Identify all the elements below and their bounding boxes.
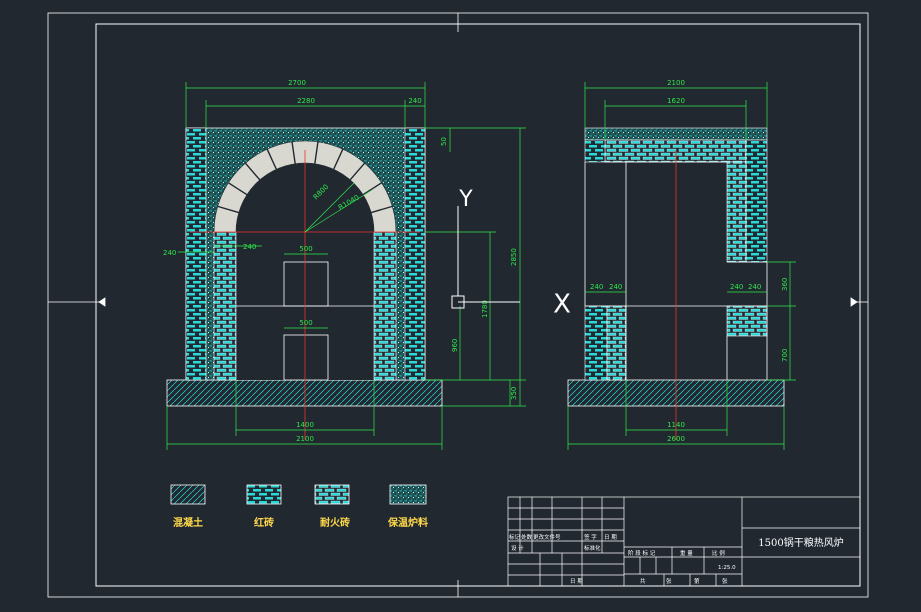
side-dim-right-lower: 700 <box>781 349 789 362</box>
tb-change-doc: 更改文件号 <box>533 533 561 541</box>
sheet-inner-frame <box>95 23 861 587</box>
legend-label-red-brick: 红砖 <box>254 516 274 529</box>
side-right-inner-firebrick <box>726 161 747 263</box>
front-right-outer-wall <box>404 127 426 381</box>
front-top-dimension-lines <box>166 82 526 450</box>
front-upper-door <box>283 261 329 307</box>
arch-joint-line <box>228 182 248 196</box>
side-top-insulation <box>584 127 768 141</box>
title-block[interactable] <box>507 496 861 587</box>
tb-sheets: 张 <box>666 577 672 585</box>
front-dim-left-side: 240 <box>163 249 176 257</box>
x-axis-label: X <box>553 290 571 320</box>
centering-marks <box>48 13 868 597</box>
tb-standard: 标准化 <box>584 544 601 552</box>
arch-joint-line <box>266 148 277 170</box>
side-dim-bottom-inner: 1140 <box>667 421 685 429</box>
front-dim-top-thickness: 50 <box>440 137 448 146</box>
front-view[interactable]: R800 R1040 <box>163 79 526 450</box>
sheet-outer-frame <box>47 12 869 598</box>
tb-sheet: 张 <box>722 577 728 585</box>
side-view[interactable]: 2100 1620 240 240 240 240 360 700 1140 2… <box>567 79 796 450</box>
front-dim-height-total: 2850 <box>510 248 518 266</box>
tb-date: 日 期 <box>604 534 617 541</box>
arch-joint-line <box>291 141 296 164</box>
front-left-firebrick-column <box>213 231 237 381</box>
tb-count: 处数 <box>521 533 533 541</box>
arch-joint-line <box>349 162 366 181</box>
side-dim-inner-top: 1620 <box>667 97 685 105</box>
front-dim-base: 350 <box>510 387 518 400</box>
firebrick-icon <box>314 484 350 505</box>
red-brick-icon <box>246 484 282 505</box>
front-arch-joints <box>217 141 393 214</box>
legend-label-insulation: 保温炉料 <box>387 516 428 529</box>
arch-joint-line <box>217 205 239 214</box>
concrete-hatch-icon <box>170 484 206 505</box>
front-dim-opening-lower: 500 <box>299 319 312 327</box>
front-dim-inner-top: 2280 <box>297 97 315 105</box>
side-left-lower-firebrick <box>606 305 627 381</box>
material-legend: 混凝土 红砖 耐火砖 保温炉料 <box>170 484 428 529</box>
side-dim-left-a: 240 <box>590 283 603 291</box>
side-dim-right-small: 360 <box>781 278 789 291</box>
title-block-text: 标记 处数 更改文件号 签 字 日 期 设 计 标准化 阶 段 标 记 重 量 … <box>509 533 844 585</box>
side-dim-left-b: 240 <box>609 283 622 291</box>
arch-joint-line <box>371 205 393 214</box>
drawing-title: 1500锅干粮热风炉 <box>758 536 843 549</box>
front-dim-bottom-inner: 1400 <box>296 421 314 429</box>
side-right-outer-wall <box>745 139 768 263</box>
side-dim-bottom-overall: 2600 <box>667 435 685 443</box>
front-dim-side-top: 240 <box>408 97 421 105</box>
side-left-lower-brick <box>584 305 608 381</box>
tb-design: 设 计 <box>511 544 524 552</box>
front-dim-height-low: 960 <box>451 339 459 352</box>
y-axis-symbol <box>451 206 520 309</box>
tb-scale-label: 比 例 <box>712 549 725 557</box>
front-dim-bottom-overall: 2100 <box>296 435 314 443</box>
tb-weight: 重 量 <box>680 549 693 557</box>
tb-nth: 第 <box>694 577 700 585</box>
side-dimension-lines <box>567 82 796 450</box>
y-axis-label: Y <box>458 187 473 212</box>
arch-joint-line <box>314 141 319 164</box>
side-dim-right-a: 240 <box>730 283 743 291</box>
legend-label-firebrick: 耐火砖 <box>320 516 350 529</box>
front-left-outer-wall <box>185 127 207 381</box>
front-base-slab <box>166 379 443 407</box>
front-dim-inner-left: 240 <box>243 243 256 251</box>
side-left-upper-brick <box>584 139 606 163</box>
side-top-firebrick <box>604 139 747 163</box>
insulation-icon <box>389 484 427 505</box>
arch-joint-line <box>333 148 344 170</box>
arch-joint-line <box>244 162 261 181</box>
tb-approve-date: 日 期 <box>570 578 583 585</box>
side-right-middle-block <box>726 305 768 337</box>
tb-total: 共 <box>640 577 646 585</box>
side-dim-overall-top: 2100 <box>667 79 685 87</box>
side-dim-right-b: 240 <box>748 283 761 291</box>
tb-sign: 签 字 <box>584 533 597 541</box>
front-right-firebrick-column <box>373 231 397 381</box>
front-dim-height-mid: 1780 <box>481 300 489 318</box>
legend-label-concrete: 混凝土 <box>173 516 203 529</box>
front-dim-overall-top: 2700 <box>288 79 306 87</box>
tb-scale-value: 1:25.0 <box>718 565 736 571</box>
front-lower-door <box>283 334 329 381</box>
front-dim-opening-upper: 500 <box>299 245 312 253</box>
tb-stage: 阶 段 标 记 <box>628 549 656 557</box>
arch-joint-line <box>362 182 382 196</box>
tb-mark: 标记 <box>509 533 521 541</box>
